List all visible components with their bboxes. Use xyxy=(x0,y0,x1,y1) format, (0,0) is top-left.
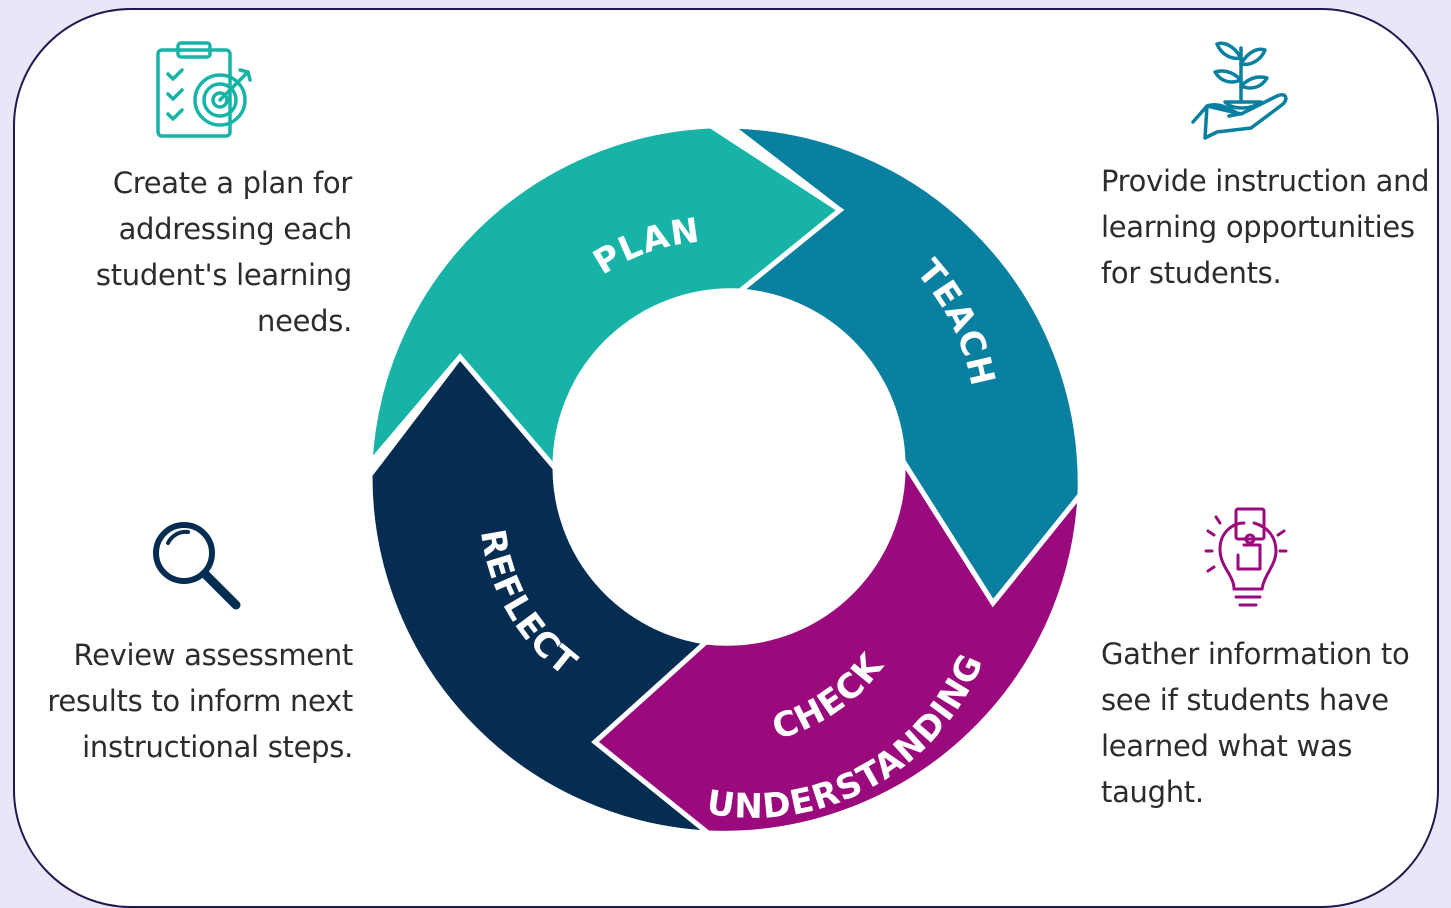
clipboard-target-icon xyxy=(156,41,252,138)
cycle-diagram: PLAN TEACH CHECK UNDERSTANDING REFLECT xyxy=(367,123,1083,836)
teach-description: Provide instruction and learning opportu… xyxy=(1101,164,1430,290)
page: Create a plan for addressing each studen… xyxy=(13,8,1439,908)
reflect-description: Review assessment results to inform next… xyxy=(47,638,353,764)
check-understanding-description: Gather information to see if students ha… xyxy=(1101,637,1410,809)
plan-description: Create a plan for addressing each studen… xyxy=(95,166,352,338)
magnifier-icon xyxy=(153,522,241,610)
hand-plant-icon xyxy=(1191,41,1288,140)
plan-segment xyxy=(367,123,845,475)
lightbulb-puzzle-icon xyxy=(1204,507,1288,607)
check-understanding-segment xyxy=(591,451,1083,836)
teach-segment xyxy=(723,123,1083,608)
